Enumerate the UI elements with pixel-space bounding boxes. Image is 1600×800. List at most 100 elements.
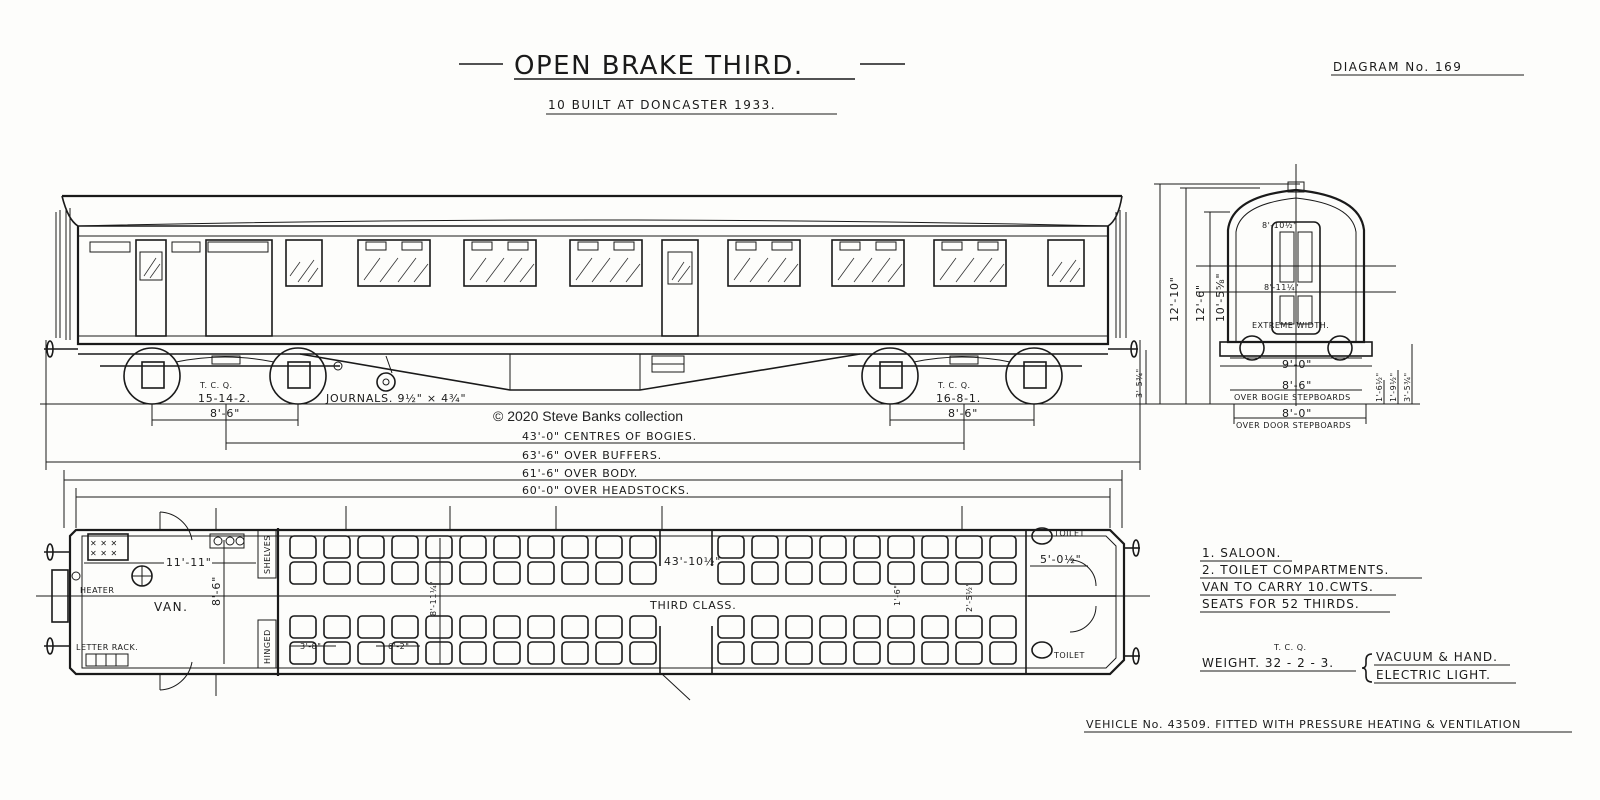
seat: [561, 535, 589, 559]
over-door-stepboards: OVER DOOR STEPBOARDS: [1236, 421, 1351, 430]
seat: [289, 641, 317, 665]
seat: [785, 561, 813, 585]
note-saloon: 1. SALOON.: [1202, 546, 1281, 560]
seat: [357, 561, 385, 585]
seat: [785, 641, 813, 665]
toilet-length-dim: 5'-0½": [1040, 553, 1082, 566]
build-note: 10 BUILT AT DONCASTER 1933.: [548, 98, 776, 112]
seat: [887, 561, 915, 585]
seat: [921, 561, 949, 585]
dim-over-body: 61'-6" OVER BODY.: [522, 467, 638, 480]
height-12-10: 12'-10": [1168, 276, 1181, 322]
seat: [785, 615, 813, 639]
seat: [853, 561, 881, 585]
wheelbase-right: 8'-6": [948, 407, 978, 420]
dim-centres-of-bogies: 43'-0" CENTRES OF BOGIES.: [522, 430, 697, 443]
plan-view: ✕ ✕ ✕ ✕ ✕ ✕ HEATER VAN. LETTER RACK. SHE…: [36, 506, 1150, 701]
seat: [425, 561, 453, 585]
seat: [595, 561, 623, 585]
side-elevation: T. C. Q. 15-14-2. JOURNALS. 9½" × 4¾" T.…: [40, 194, 1180, 426]
step-height-1: 1'-6½": [1375, 372, 1384, 402]
height-12-6: 12'-6": [1194, 284, 1207, 322]
seat: [629, 641, 657, 665]
seat: [357, 535, 385, 559]
seat: [955, 615, 983, 639]
seat: [717, 561, 745, 585]
copyright-notice: © 2020 Steve Banks collection: [493, 408, 683, 424]
drawing-title: OPEN BRAKE THIRD.: [514, 51, 804, 81]
seat: [921, 535, 949, 559]
seat: [425, 615, 453, 639]
extreme-width-label: EXTREME WIDTH.: [1252, 321, 1329, 330]
bogie-left-tcq: T. C. Q.: [199, 381, 233, 390]
seat: [595, 535, 623, 559]
seat: [527, 641, 555, 665]
seat: [323, 641, 351, 665]
letter-rack-label: LETTER RACK.: [76, 643, 138, 652]
hinged-label: HINGED: [263, 629, 272, 664]
notes: 1. SALOON. 2. TOILET COMPARTMENTS. VAN T…: [1200, 546, 1516, 684]
seat: [459, 535, 487, 559]
van-label: VAN.: [154, 600, 188, 614]
seat: [357, 641, 385, 665]
seat: [323, 561, 351, 585]
seat: [717, 641, 745, 665]
seat: [955, 535, 983, 559]
seat: [459, 615, 487, 639]
seat: [751, 615, 779, 639]
buffer-right: [1108, 340, 1138, 358]
height-10-5: 10'-5⅝": [1214, 273, 1227, 322]
seat: [493, 535, 521, 559]
shelves-label: SHELVES: [263, 535, 272, 574]
note-seats: SEATS FOR 52 THIRDS.: [1202, 597, 1360, 611]
note-van-capacity: VAN TO CARRY 10.CWTS.: [1202, 580, 1374, 594]
bogie-right-weight: 16-8-1.: [936, 392, 981, 405]
seat: [921, 615, 949, 639]
seat: [819, 615, 847, 639]
seat: [425, 641, 453, 665]
cross-marks: ✕ ✕ ✕: [90, 539, 118, 548]
seat: [853, 535, 881, 559]
seat: [391, 561, 419, 585]
seat: [289, 615, 317, 639]
seat: [751, 641, 779, 665]
seat: [921, 641, 949, 665]
seat: [323, 535, 351, 559]
seat: [493, 615, 521, 639]
seat: [595, 641, 623, 665]
seat: [887, 641, 915, 665]
width-8-0: 8'-0": [1282, 407, 1312, 420]
seat: [459, 561, 487, 585]
seat: [819, 535, 847, 559]
seat: [989, 615, 1017, 639]
saloon-length-dim: 43'-10½": [664, 555, 721, 568]
seat: [717, 615, 745, 639]
seat-depth-b: 2'-5½": [965, 582, 974, 612]
seat: [357, 615, 385, 639]
seat: [989, 535, 1017, 559]
vehicle-note: VEHICLE No. 43509. FITTED WITH PRESSURE …: [1086, 718, 1521, 731]
wheelbase-left: 8'-6": [210, 407, 240, 420]
seat: [391, 641, 419, 665]
over-bogie-stepboards: OVER BOGIE STEPBOARDS: [1234, 393, 1351, 402]
seat: [955, 561, 983, 585]
width-8-6: 8'-6": [1282, 379, 1312, 392]
seat: [785, 535, 813, 559]
seat: [853, 641, 881, 665]
seat: [751, 535, 779, 559]
buffer-left: [44, 340, 78, 358]
weight-units: T. C. Q.: [1273, 643, 1307, 652]
seat: [527, 561, 555, 585]
seat: [561, 561, 589, 585]
dim-over-headstocks: 60'-0" OVER HEADSTOCKS.: [522, 484, 690, 497]
note-lighting: ELECTRIC LIGHT.: [1376, 668, 1491, 682]
seat: [717, 535, 745, 559]
seat: [887, 615, 915, 639]
seat: [289, 535, 317, 559]
seat: [853, 615, 881, 639]
seat: [955, 641, 983, 665]
header: OPEN BRAKE THIRD. 10 BUILT AT DONCASTER …: [459, 51, 1524, 115]
seat: [819, 641, 847, 665]
seat: [751, 561, 779, 585]
bogie-left: [100, 347, 343, 405]
